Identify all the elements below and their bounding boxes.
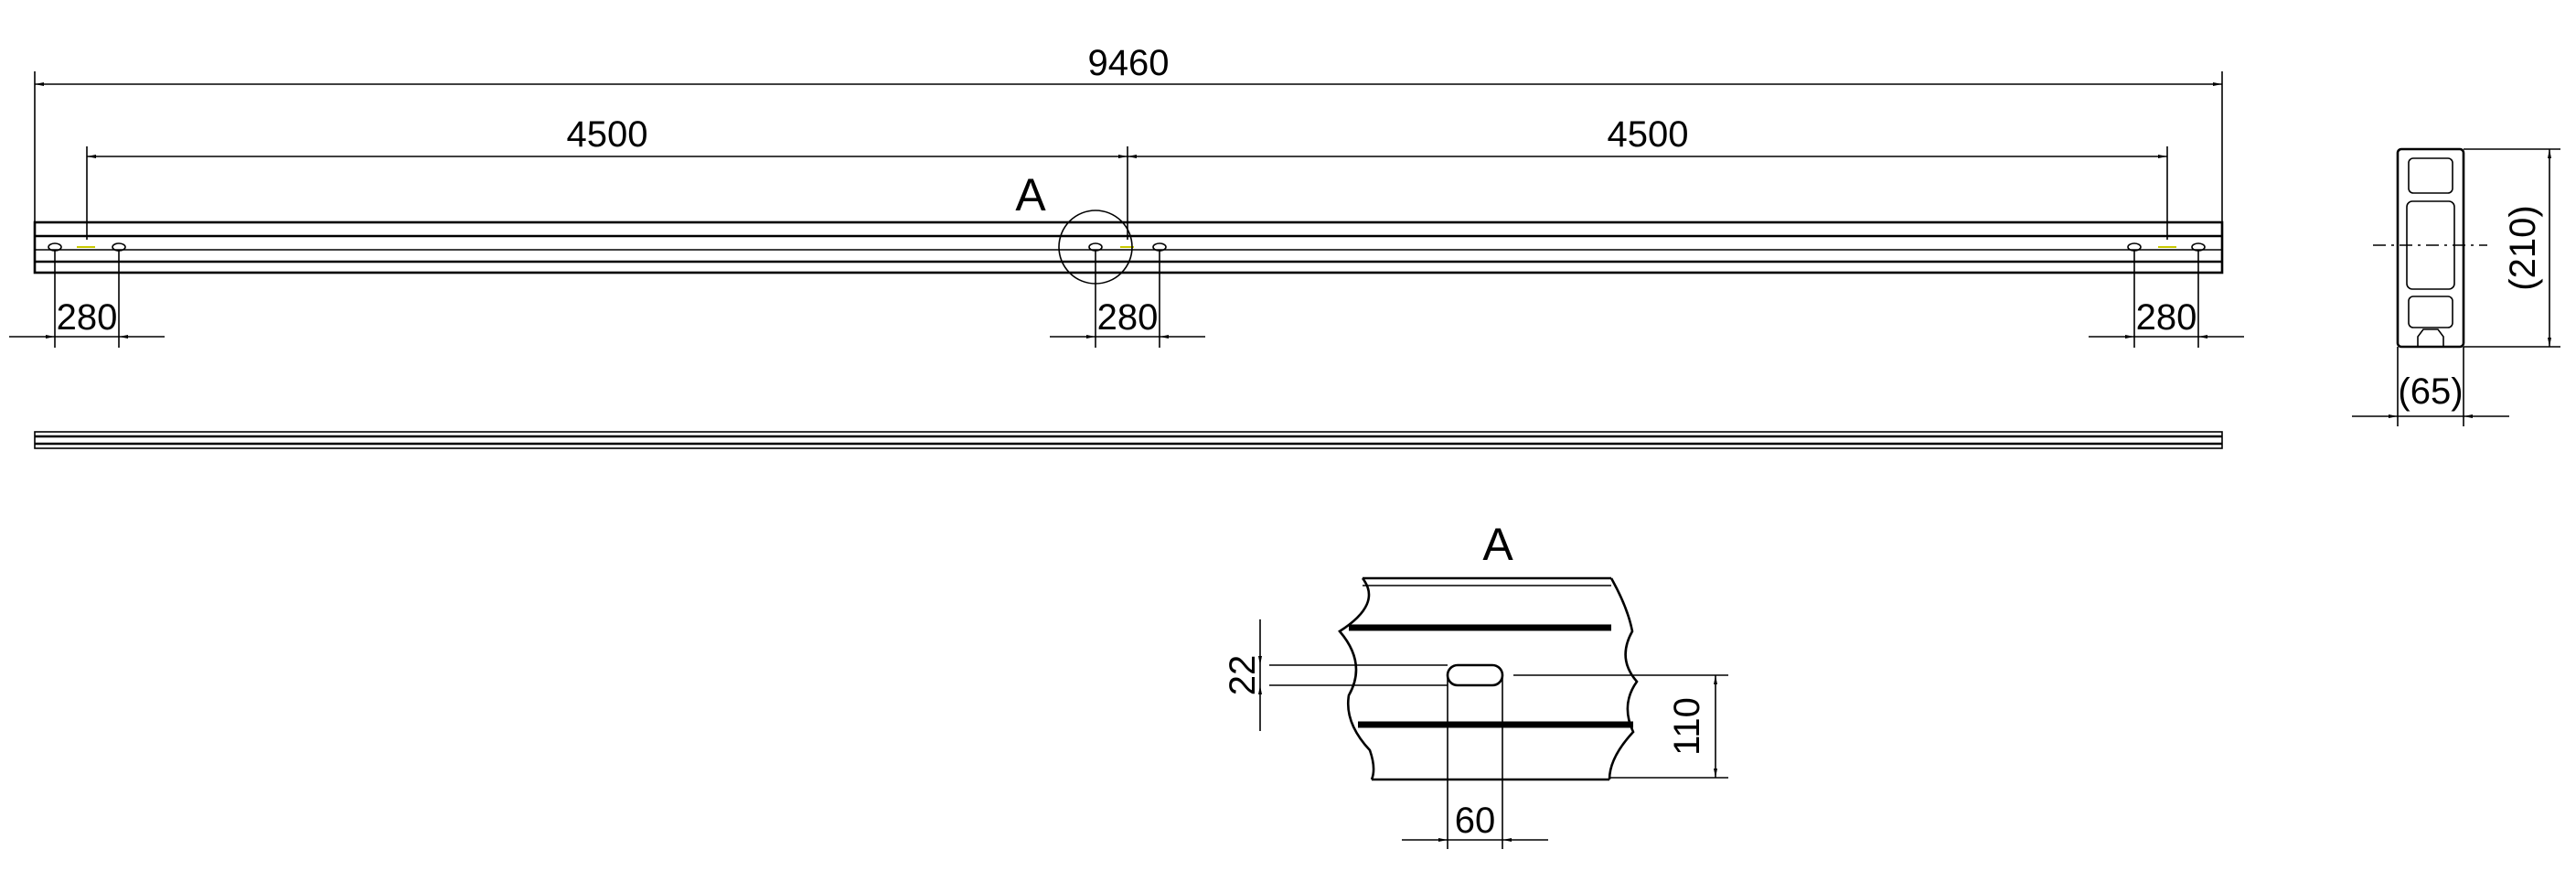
dim-hole-spacing-right: 280 <box>2136 297 2197 338</box>
detail-break-right <box>1608 577 1639 780</box>
section-chamber-bottom <box>2408 296 2453 328</box>
detail-break-left <box>1338 577 1375 780</box>
detail-marker-label: A <box>1015 169 1046 220</box>
dim-detail-slot-height: 22 <box>1223 655 1263 696</box>
dim-hole-spacing-left: 280 <box>57 297 118 338</box>
dim-detail-slot-width: 60 <box>1455 801 1496 841</box>
detail-a-view: A 22 110 60 <box>1223 519 1728 849</box>
section-outline <box>2396 147 2465 349</box>
beam-outline <box>33 220 2224 274</box>
detail-slot <box>1446 663 1504 687</box>
dim-overall-length: 9460 <box>1088 43 1170 83</box>
cross-section-view: (210) (65) <box>2352 147 2560 426</box>
main-elevation-view: A 9460 4500 4500 280 280 280 <box>9 43 2244 348</box>
top-view <box>34 431 2223 449</box>
section-chamber-top <box>2408 157 2453 194</box>
top-view-outline <box>34 431 2223 449</box>
dim-section-height: (210) <box>2503 205 2543 290</box>
dim-hole-spacing-center: 280 <box>1097 297 1159 338</box>
dim-section-width: (65) <box>2398 371 2463 412</box>
dim-span-right: 4500 <box>1608 114 1689 155</box>
detail-title: A <box>1482 519 1513 570</box>
dim-detail-slot-offset: 110 <box>1667 697 1707 756</box>
section-slot <box>2417 328 2444 347</box>
dim-span-left: 4500 <box>567 114 648 155</box>
